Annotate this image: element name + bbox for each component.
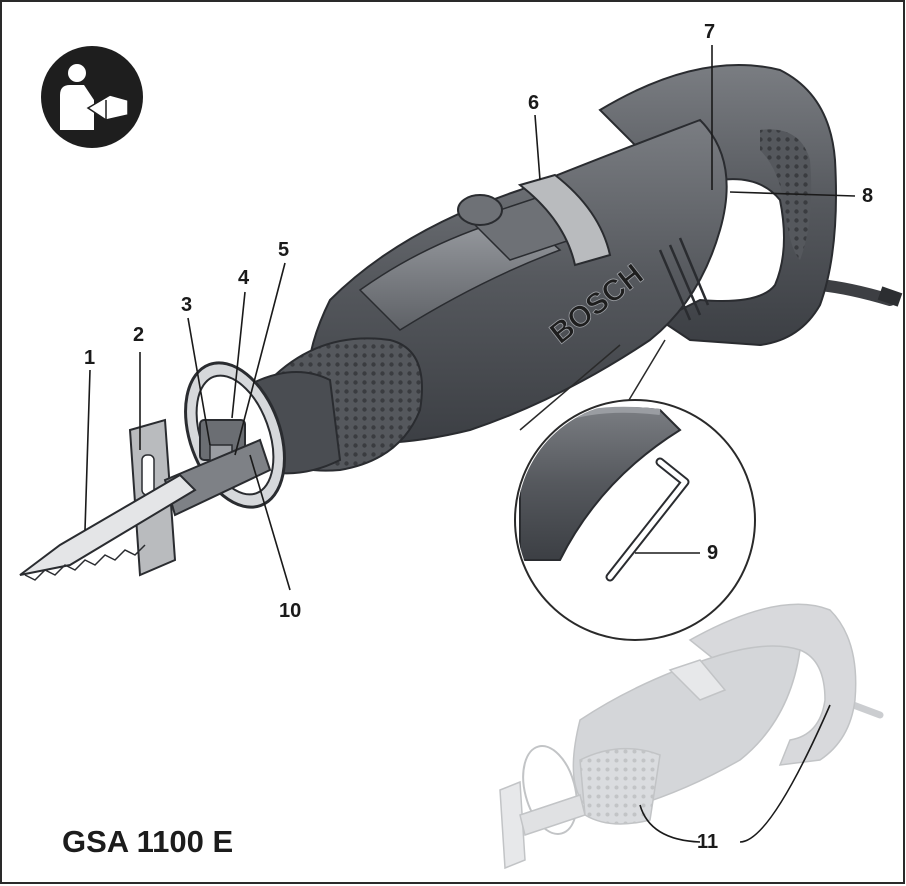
saw-main: BOSCH [19,64,903,581]
leader-lines [84,45,856,843]
read-manual-icon [41,46,143,148]
callout-10: 10 [279,600,302,622]
callout-2: 2 [133,324,145,346]
saw-ghost [499,603,884,870]
model-title: GSA 1100 E [62,824,234,859]
detail-circle [514,339,756,641]
callout-1: 1 [84,347,96,369]
callout-3: 3 [181,294,193,316]
callout-7: 7 [704,21,716,43]
callout-11: 11 [697,831,719,853]
callout-5: 5 [278,239,290,261]
callout-4: 4 [238,267,250,289]
callout-9: 9 [707,542,719,564]
callout-8: 8 [862,185,874,207]
callout-6: 6 [528,92,540,114]
